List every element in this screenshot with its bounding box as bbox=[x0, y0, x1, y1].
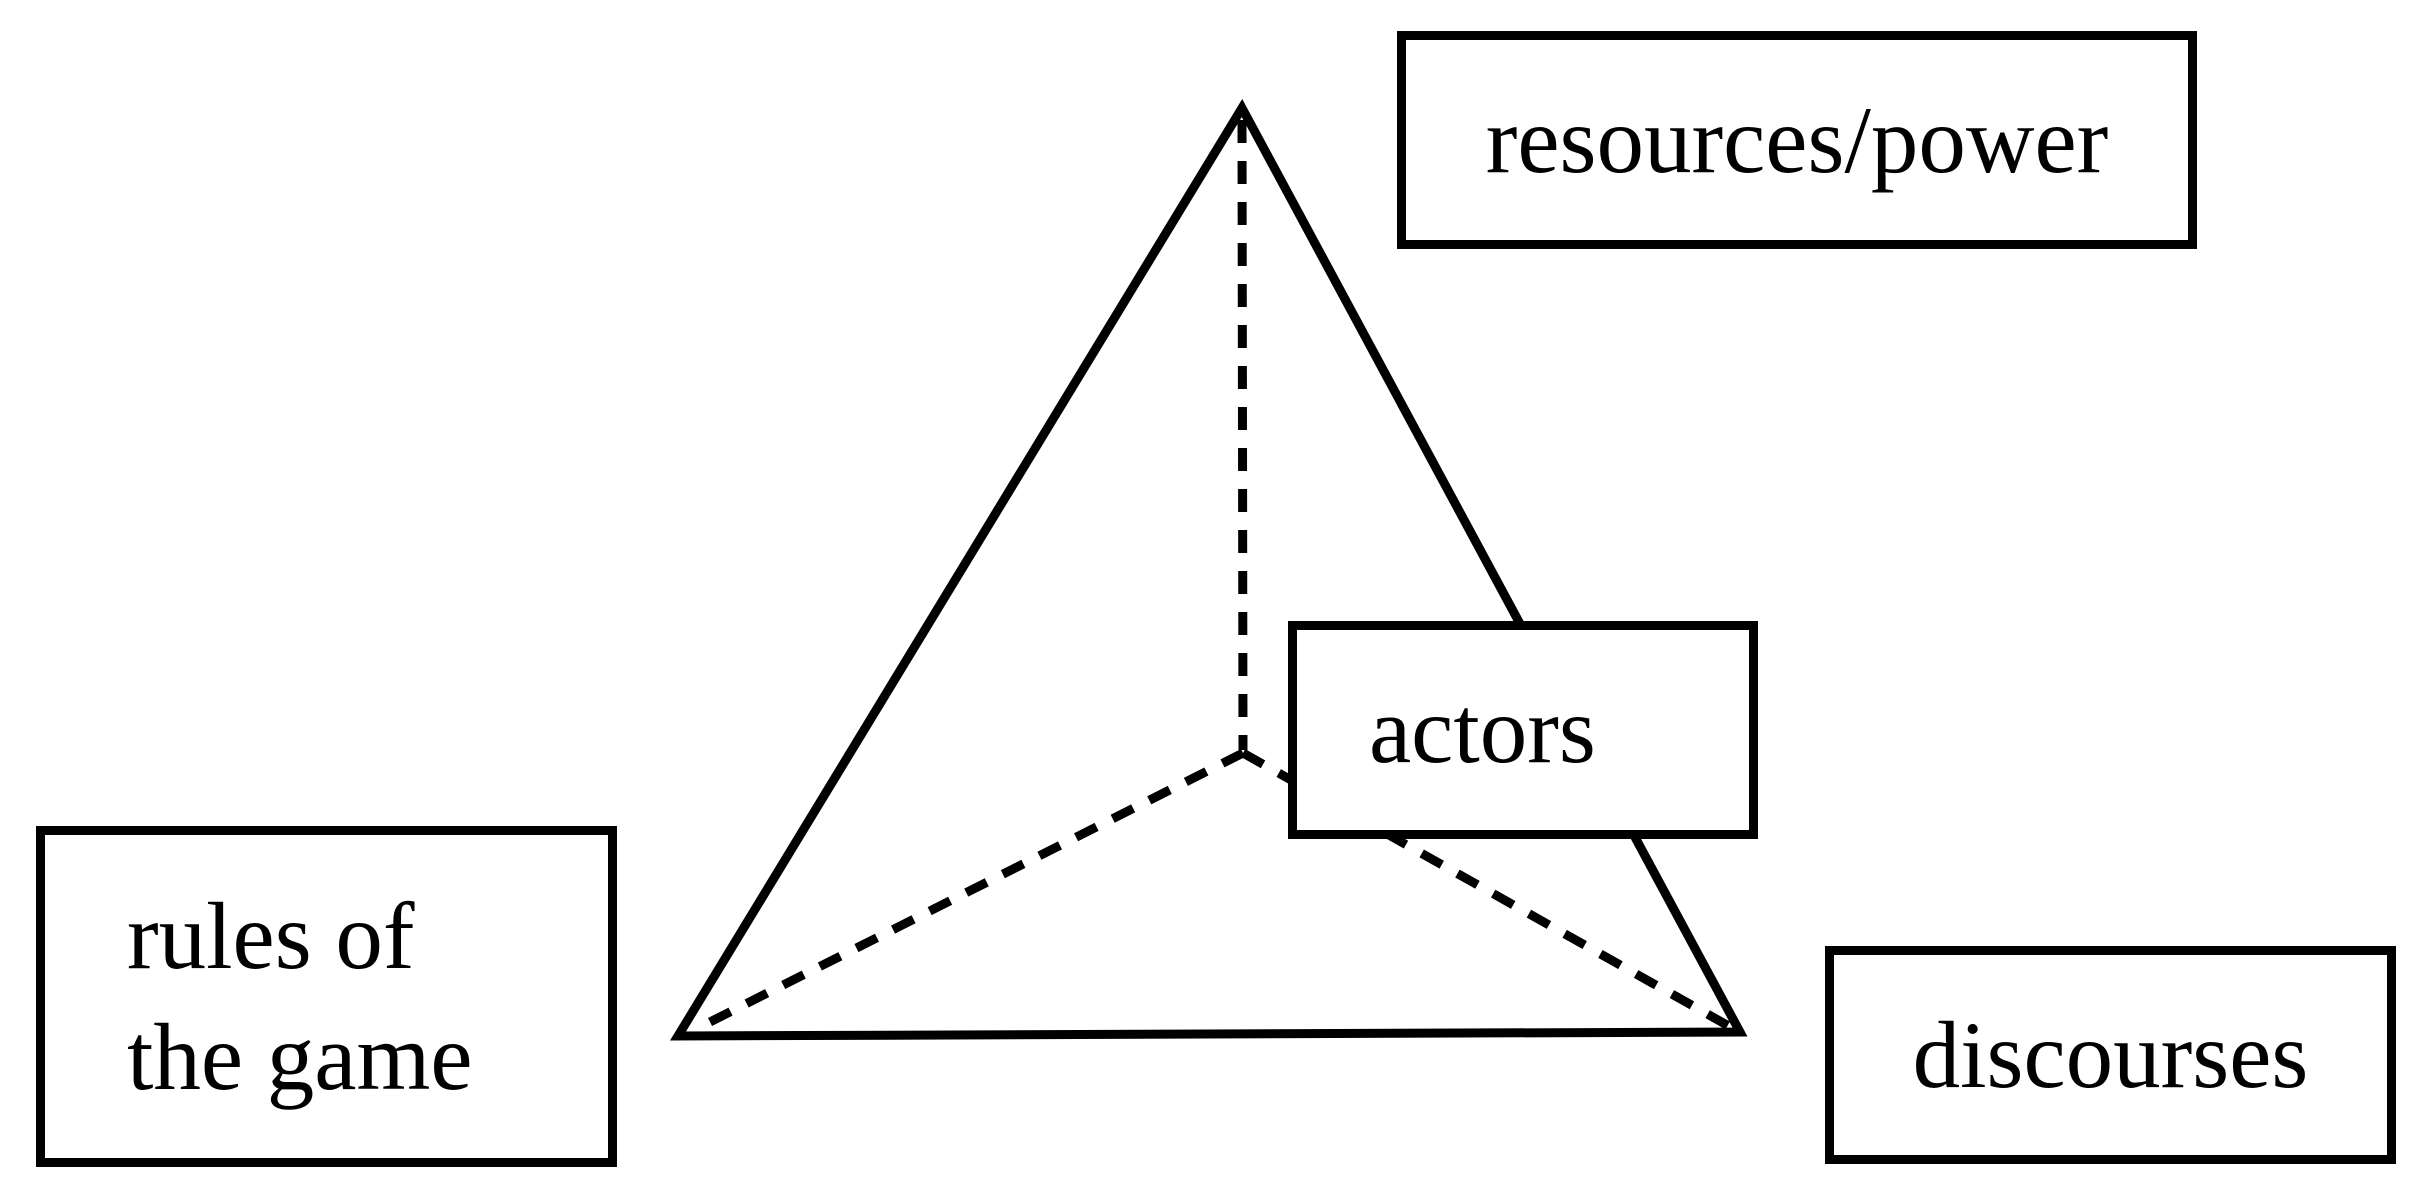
resources-power-label: resources/power bbox=[1485, 86, 2109, 193]
label-box-actors: actors bbox=[1288, 621, 1758, 839]
label-box-rules-of-the-game: rules of the game bbox=[36, 826, 617, 1167]
solid-triangle-outline bbox=[669, 98, 1748, 1041]
rules-label-line2: the game bbox=[127, 1003, 473, 1110]
label-box-discourses: discourses bbox=[1825, 946, 2396, 1164]
discourses-label: discourses bbox=[1912, 1001, 2309, 1108]
actors-label: actors bbox=[1369, 676, 1596, 783]
rules-label-line1: rules of bbox=[127, 882, 415, 989]
dashed-edge-apex-to-center bbox=[1237, 119, 1248, 751]
dashed-edge-center-to-left-vertex bbox=[699, 748, 1246, 1031]
label-box-resources-power: resources/power bbox=[1397, 31, 2197, 249]
